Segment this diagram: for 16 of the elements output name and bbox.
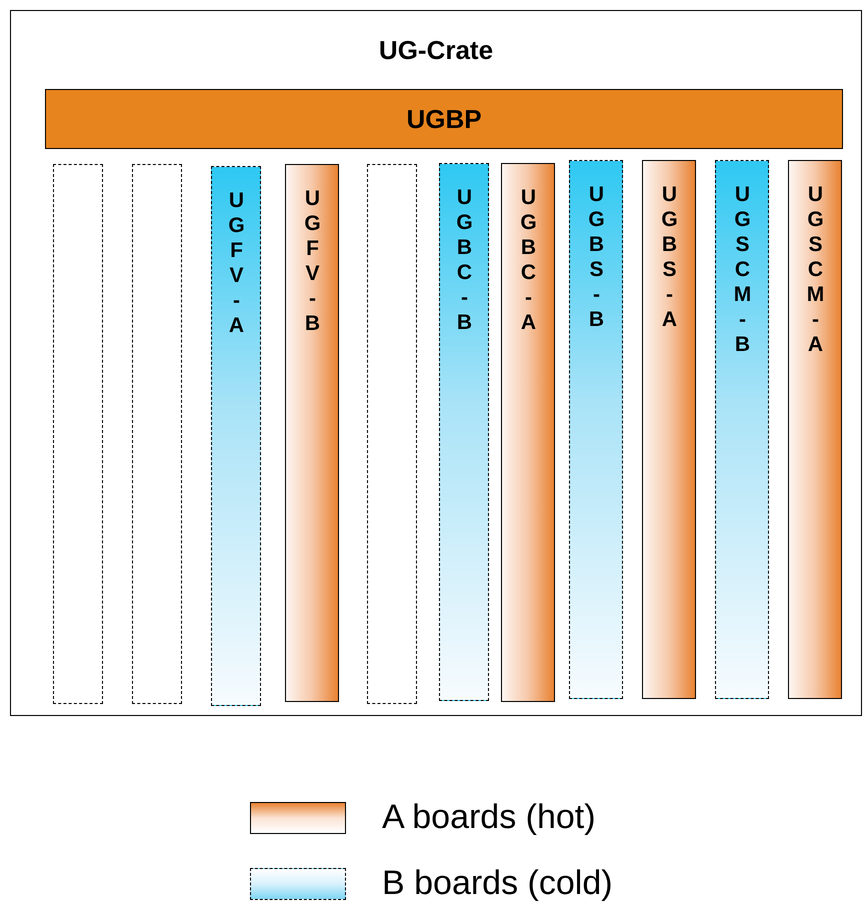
hot-board: UGFV-B <box>285 164 339 702</box>
hot-board: UGBC-A <box>501 163 555 702</box>
cold-board: UGSCM-B <box>715 160 769 699</box>
hot-board: UGBS-A <box>642 160 696 699</box>
cold-board: UGBC-B <box>439 163 489 701</box>
empty-slot <box>132 164 182 704</box>
hot-board: UGSCM-A <box>788 160 842 699</box>
empty-slot <box>53 164 103 704</box>
crate-frame <box>10 10 862 716</box>
crate-title: UG-Crate <box>378 35 494 66</box>
legend-label: A boards (hot) <box>382 798 596 837</box>
backplane-bar: UGBP <box>45 89 843 149</box>
cold-board: UGBS-B <box>569 160 623 699</box>
legend-label: B boards (cold) <box>382 864 613 902</box>
cold-board: UGFV-A <box>211 166 261 706</box>
empty-slot <box>367 164 417 704</box>
